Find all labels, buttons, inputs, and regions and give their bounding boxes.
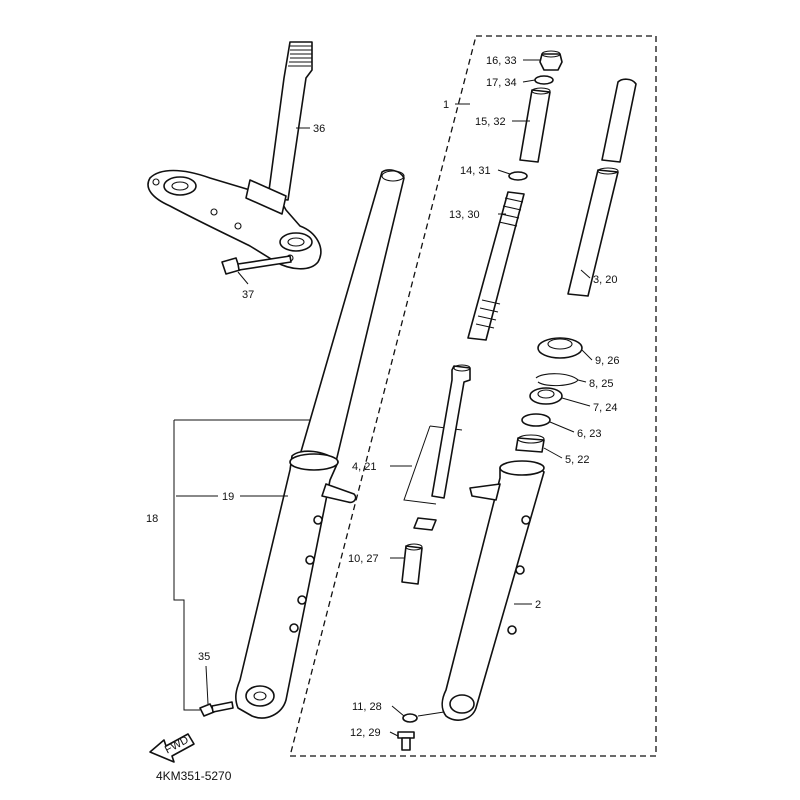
callout-6-23: 6, 23	[577, 428, 601, 440]
o-ring-17	[534, 75, 554, 85]
left-outer-tube-19	[235, 450, 357, 719]
washer-6	[521, 413, 551, 427]
callout-9-26: 9, 26	[595, 355, 619, 367]
cap-bolt-16	[539, 50, 563, 71]
fwd-arrow-icon: FWD	[149, 733, 195, 763]
spacer-15	[519, 87, 551, 163]
callout-2: 2	[535, 599, 541, 611]
callout-11-28: 11, 28	[352, 701, 382, 713]
circlip-8	[535, 373, 579, 387]
callout-12-29: 12, 29	[350, 727, 381, 739]
callout-36: 36	[313, 123, 325, 135]
copper-washer-11	[402, 713, 418, 723]
steering-stem	[267, 41, 313, 201]
callout-1: 1	[443, 99, 449, 111]
callout-4-21: 4, 21	[352, 461, 376, 473]
callout-leaders	[176, 59, 593, 737]
callout-13-30: 13, 30	[449, 209, 480, 221]
fork-spring-13	[467, 191, 525, 341]
outer-tube-2	[441, 460, 545, 721]
callout-3-20: 3, 20	[593, 274, 617, 286]
callout-15-32: 15, 32	[475, 116, 506, 128]
callout-17-34: 17, 34	[486, 77, 517, 89]
callout-19: 19	[222, 491, 234, 503]
callout-7-24: 7, 24	[593, 402, 617, 414]
damper-rod-4	[431, 364, 471, 499]
callout-18: 18	[146, 513, 158, 525]
callout-35: 35	[198, 651, 210, 663]
axle-pinch-bolt-35	[199, 701, 234, 717]
bracket-18	[173, 419, 310, 711]
left-inner-tube	[297, 169, 405, 471]
diagram-code: 4KM351-5270	[156, 769, 232, 783]
assembly-boundary-1	[289, 35, 657, 757]
pinch-bolt-37	[221, 255, 292, 275]
callout-8-25: 8, 25	[589, 378, 613, 390]
washer-leader	[417, 711, 445, 717]
damper-bolt-12	[397, 731, 415, 751]
oil-seal-7	[529, 387, 563, 405]
callout-10-27: 10, 27	[348, 553, 379, 565]
callout-37: 37	[242, 289, 254, 301]
callout-5-22: 5, 22	[565, 454, 589, 466]
inner-tube-3	[567, 78, 637, 297]
callout-14-31: 14, 31	[460, 165, 491, 177]
rebound-spring	[413, 517, 437, 531]
dust-seal-9	[537, 337, 583, 359]
oil-lock-piece-10	[401, 543, 423, 585]
slide-metal-5	[515, 434, 545, 453]
under-bracket	[147, 169, 322, 270]
callout-16-33: 16, 33	[486, 55, 517, 67]
washer-14	[508, 171, 528, 181]
